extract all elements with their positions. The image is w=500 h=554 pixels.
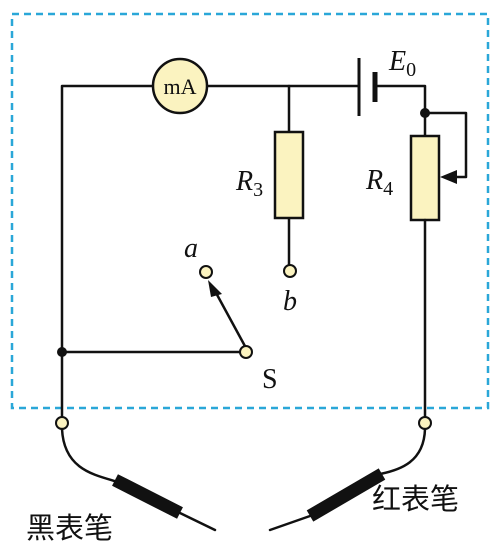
resistor-r3-label: R3 <box>235 166 263 201</box>
rheostat-slider-arrow <box>440 170 457 184</box>
black-probe-body <box>112 474 183 519</box>
switch-blade-arrow <box>208 280 222 297</box>
resistor-r3 <box>273 130 305 220</box>
red-probe-jack <box>418 416 432 430</box>
terminal-a-label: a <box>184 233 198 264</box>
wire-battery-to-r4 <box>373 84 427 138</box>
switch-pivot-terminal <box>239 345 253 359</box>
terminal-b-label: b <box>283 286 297 317</box>
black-probe-tip <box>178 511 217 532</box>
switch-label: S <box>262 364 278 395</box>
switch-terminal-b <box>283 264 297 278</box>
meter-enclosure-dashed-box <box>10 12 490 410</box>
red-probe-lead <box>378 427 427 476</box>
switch-blade <box>213 289 248 350</box>
rheostat-slider-wire <box>423 111 468 179</box>
red-probe-label: 红表笔 <box>372 482 459 516</box>
switch-terminal-a <box>199 265 213 279</box>
black-probe-jack <box>55 416 69 430</box>
black-probe-label: 黑表笔 <box>26 511 113 545</box>
resistor-r4-label: R4 <box>365 165 393 200</box>
wire-left-top <box>60 84 155 354</box>
milliammeter-label: mA <box>164 74 197 99</box>
battery-label: E0 <box>388 46 416 81</box>
black-probe-lead <box>60 427 120 484</box>
resistor-r4 <box>409 134 441 222</box>
red-probe-body <box>306 468 386 522</box>
red-probe-tip <box>268 514 312 532</box>
milliammeter <box>151 57 209 115</box>
